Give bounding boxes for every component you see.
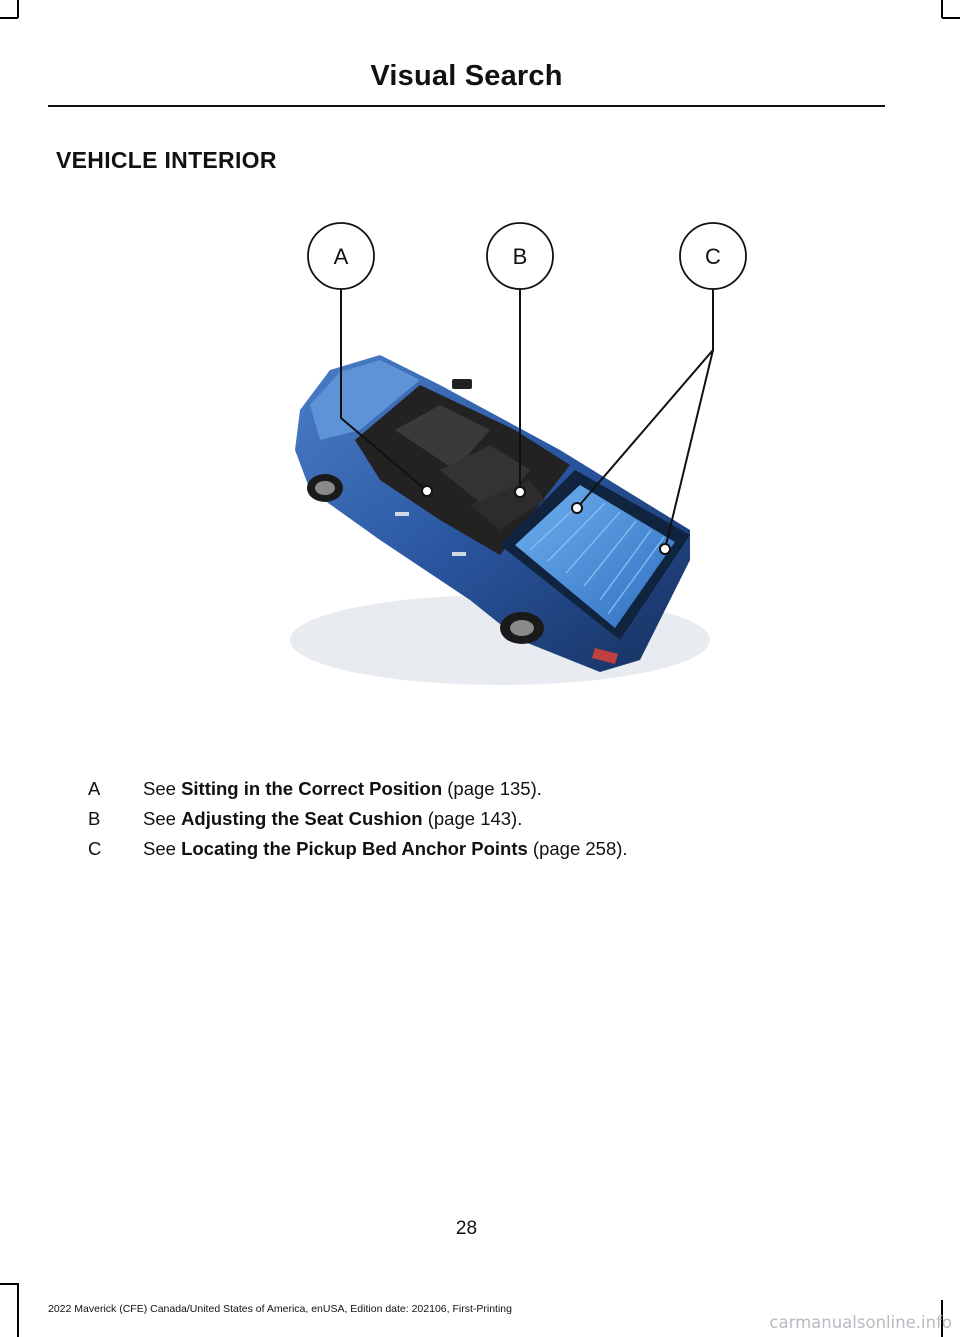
- crop-mark-bottom-left-v: [17, 1283, 19, 1337]
- anchor-dot-c1: [571, 502, 583, 514]
- section-heading: VEHICLE INTERIOR: [56, 147, 277, 173]
- callout-page-ref: (page 143).: [422, 808, 523, 829]
- crop-mark-top-left-v: [17, 0, 19, 18]
- anchor-dot-b: [514, 486, 526, 498]
- callout-prefix: See: [143, 838, 182, 859]
- callout-description: See Sitting in the Correct Position (pag…: [143, 778, 542, 800]
- header-divider: [48, 105, 885, 107]
- callout-key: C: [88, 838, 102, 859]
- marker-b: B: [486, 222, 554, 290]
- watermark-text: carmanualsonline.info: [769, 1313, 952, 1332]
- marker-a-label: A: [334, 244, 349, 269]
- footer-edition-text: 2022 Maverick (CFE) Canada/United States…: [48, 1303, 512, 1315]
- callout-prefix: See: [143, 778, 182, 799]
- marker-b-label: B: [513, 244, 528, 269]
- marker-c: C: [679, 222, 747, 290]
- marker-c-label: C: [705, 244, 721, 269]
- callout-description: See Locating the Pickup Bed Anchor Point…: [143, 838, 628, 860]
- callout-prefix: See: [143, 808, 182, 829]
- callout-key: B: [88, 808, 101, 829]
- callout-key: A: [88, 778, 101, 799]
- crop-mark-top-right-v: [941, 0, 943, 18]
- callout-page-ref: (page 135).: [442, 778, 542, 799]
- page-number: 28: [455, 1218, 478, 1239]
- vehicle-interior-figure: A B C: [290, 222, 747, 685]
- anchor-dot-c2: [659, 543, 671, 555]
- marker-a: A: [307, 222, 375, 290]
- vehicle-illustration: [290, 355, 710, 685]
- crop-mark-bottom-right-v: [941, 1300, 943, 1337]
- anchor-dot-a: [421, 485, 433, 497]
- crop-mark-top-right-h: [942, 17, 960, 19]
- leader-line-a: [340, 288, 428, 492]
- callout-link-title[interactable]: Adjusting the Seat Cushion: [181, 808, 423, 829]
- crop-mark-top-left-h: [0, 17, 18, 19]
- callout-link-title[interactable]: Sitting in the Correct Position: [181, 778, 443, 799]
- callout-page-ref: (page 258).: [527, 838, 628, 859]
- leader-line-c2: [664, 349, 714, 550]
- crop-mark-bottom-left-h: [0, 1283, 18, 1285]
- callout-description: See Adjusting the Seat Cushion (page 143…: [143, 808, 522, 830]
- callout-link-title[interactable]: Locating the Pickup Bed Anchor Points: [181, 838, 528, 859]
- page-header-title: Visual Search: [370, 60, 563, 92]
